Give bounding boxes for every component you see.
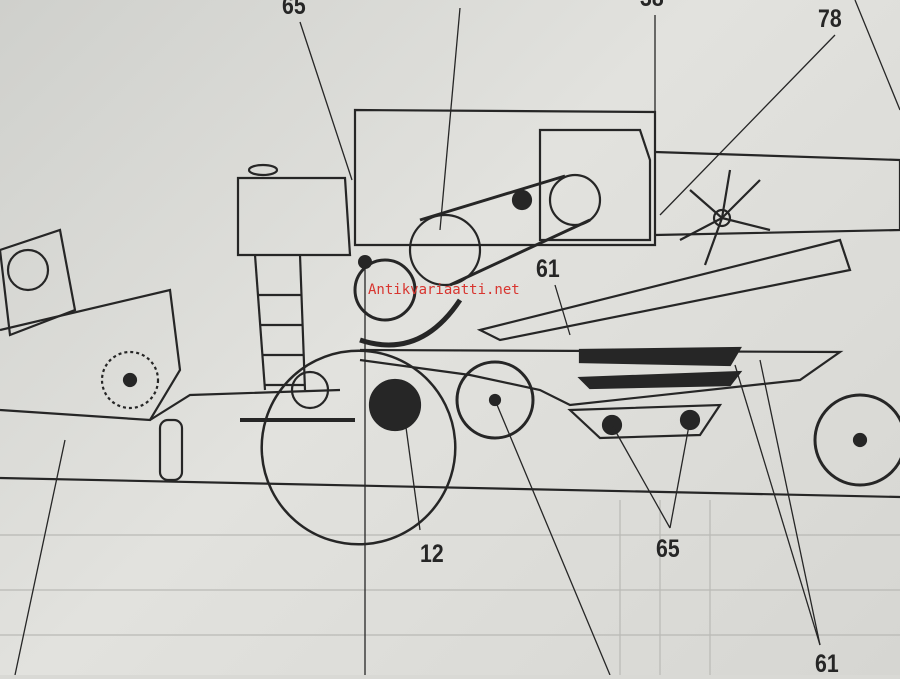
callout-label: 78 bbox=[818, 5, 842, 33]
ground-line bbox=[0, 476, 900, 499]
header-support bbox=[158, 418, 184, 482]
callout-label: 38 bbox=[640, 0, 664, 13]
straw-spreader-rotor bbox=[679, 169, 771, 266]
front-wheel-lower bbox=[260, 439, 457, 546]
lower-sieve bbox=[577, 370, 743, 390]
show-through-table bbox=[0, 500, 900, 675]
grain-tank bbox=[353, 108, 657, 247]
rear-wheel bbox=[813, 393, 900, 487]
header-arm bbox=[149, 388, 341, 421]
reel bbox=[0, 228, 77, 337]
upper-sieve bbox=[578, 346, 742, 367]
cleaning-fan bbox=[455, 360, 535, 440]
engine-pulley bbox=[548, 173, 602, 227]
callout-label: 61 bbox=[536, 255, 560, 283]
rear-wheel-hub bbox=[852, 432, 868, 448]
cab bbox=[236, 176, 352, 257]
steering-wheel bbox=[247, 163, 279, 177]
leader-lines bbox=[14, 0, 900, 675]
reel-hub bbox=[6, 248, 50, 292]
idler bbox=[511, 189, 533, 211]
front-wheel bbox=[260, 349, 457, 456]
front-wheel-hub bbox=[290, 370, 330, 410]
drive-pulley bbox=[408, 213, 482, 287]
watermark: Antikvariaatti.net bbox=[368, 282, 520, 298]
callout-label: 65 bbox=[656, 535, 680, 563]
feeder-drum-axle bbox=[122, 372, 138, 388]
ladder bbox=[253, 254, 307, 391]
callout-label: 12 bbox=[420, 540, 444, 568]
belt-bottom bbox=[449, 218, 591, 287]
sieve-box bbox=[359, 348, 844, 407]
straw-walkers bbox=[476, 238, 852, 342]
concave bbox=[359, 298, 463, 348]
auger-trough bbox=[567, 403, 723, 440]
engine bbox=[538, 128, 652, 242]
feeder-drum bbox=[100, 350, 160, 410]
straw-walker-hood bbox=[654, 150, 900, 237]
feeder-house bbox=[0, 288, 182, 422]
axle-drum bbox=[368, 378, 422, 432]
callout-label: 65 bbox=[282, 0, 306, 20]
callout-label: 61 bbox=[815, 650, 839, 678]
threshing-gear bbox=[353, 258, 417, 322]
